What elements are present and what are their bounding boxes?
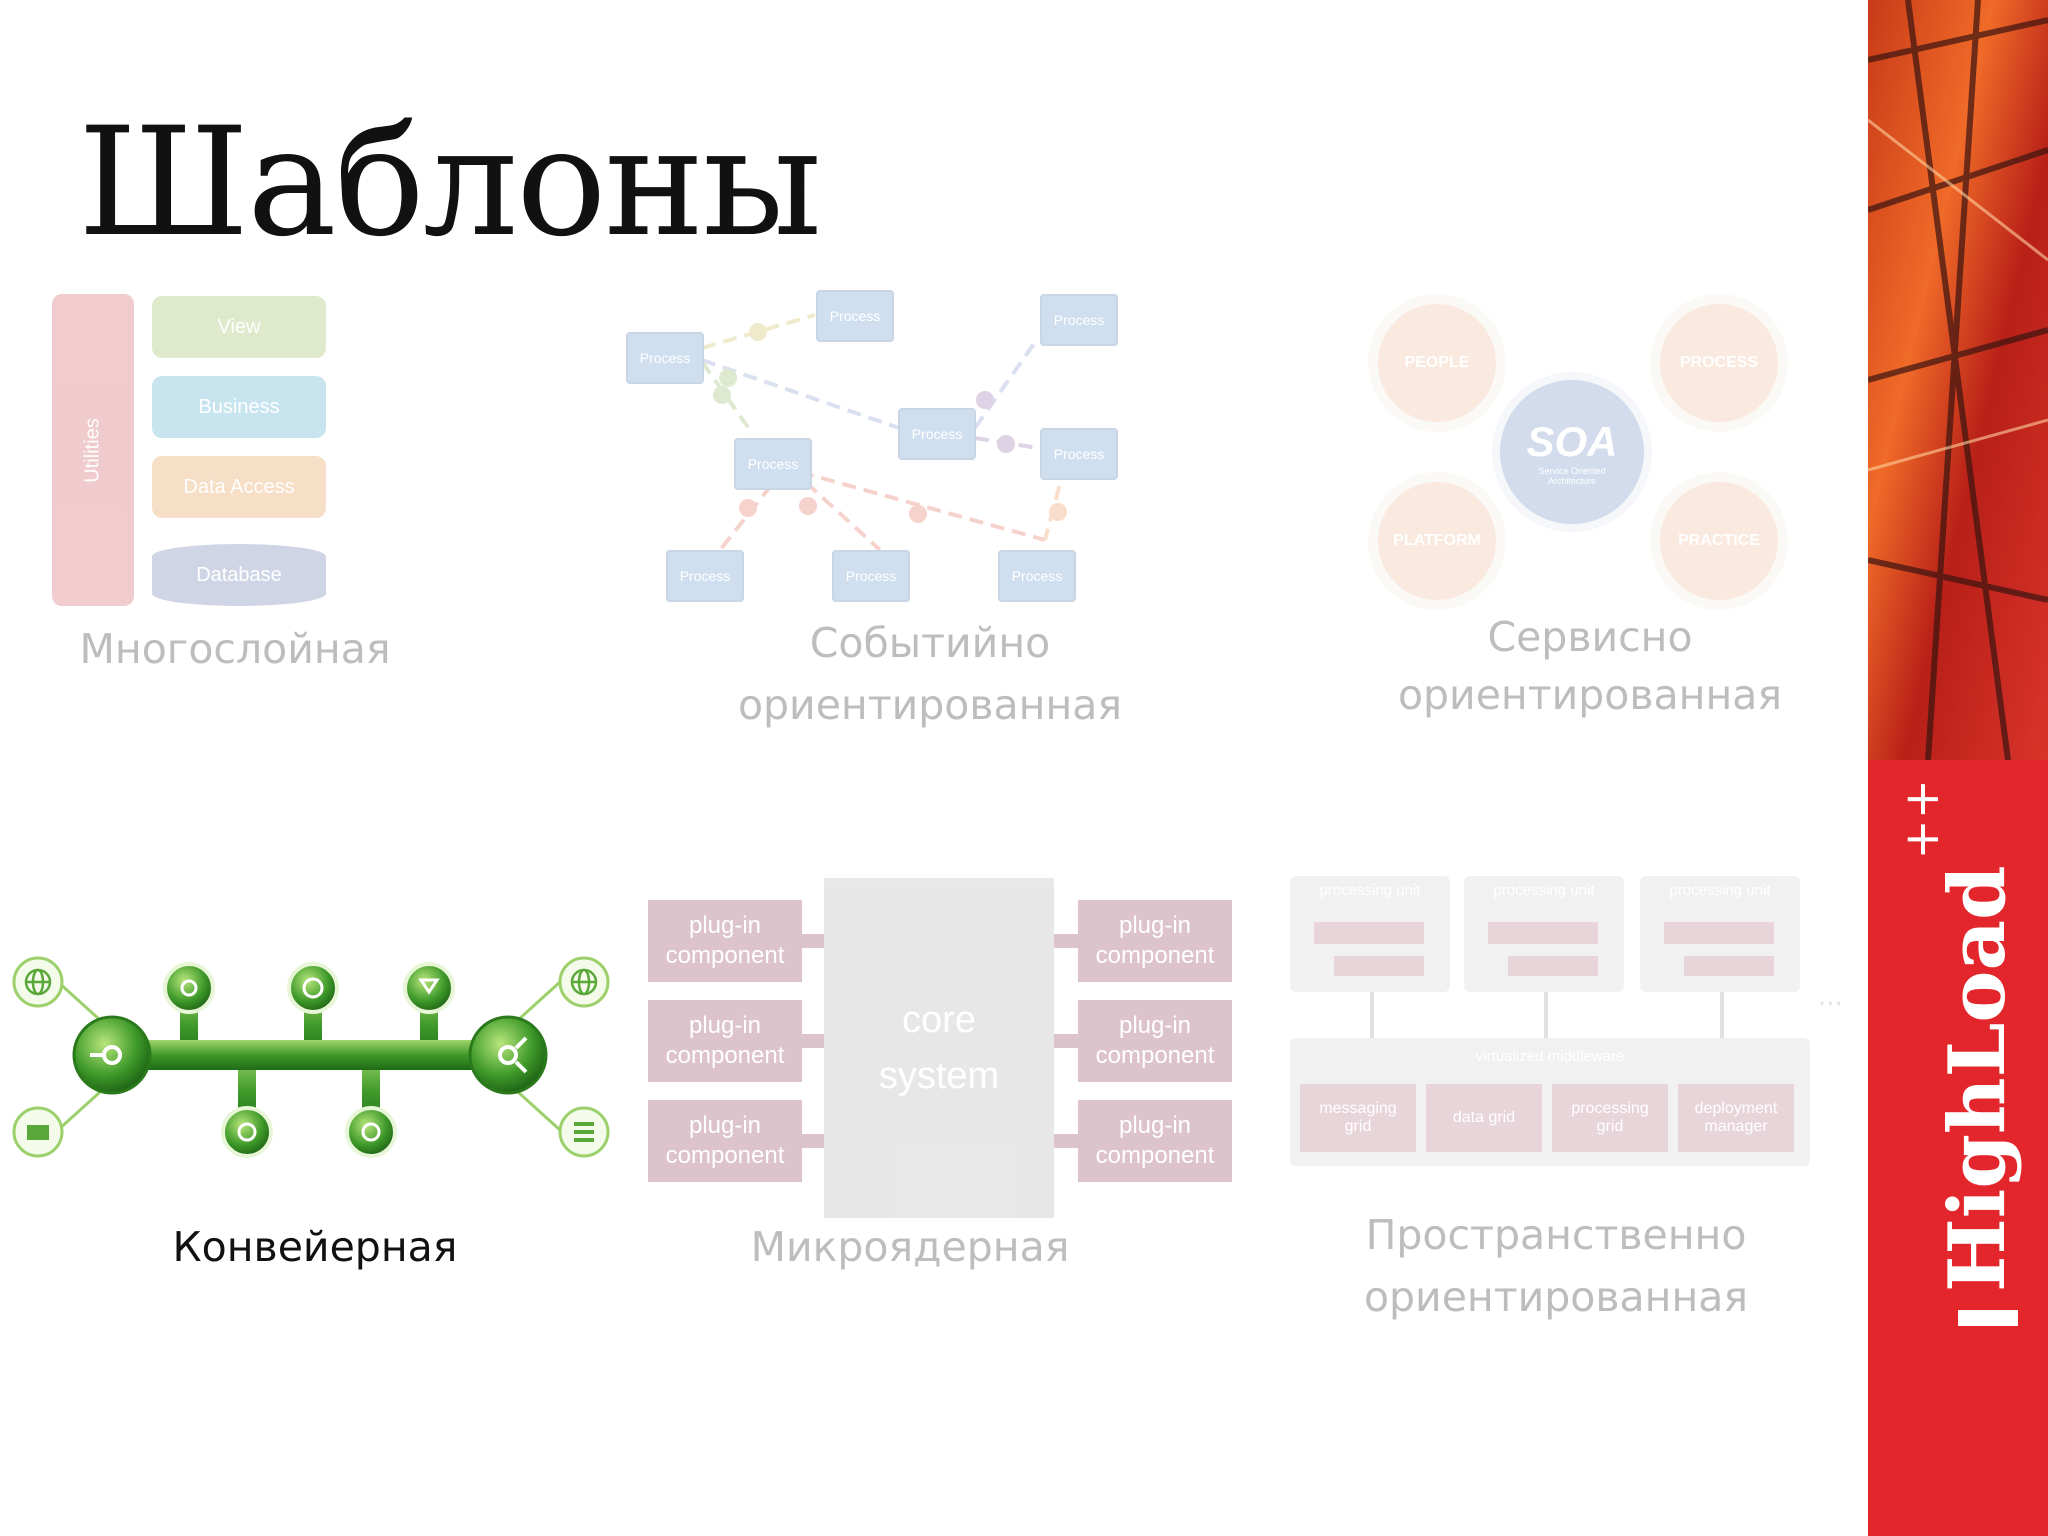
caption-microkernel: Микроядерная [750,1223,1070,1271]
process-node: Process [734,438,812,490]
event-connectors [700,313,1067,552]
utilities-label: Utilities [81,417,104,483]
brand-decoration [1868,0,2048,1536]
database-layer: Database [152,544,326,606]
brand-band: HighLoad ++ [1868,0,2048,1536]
process-node: Process [626,332,704,384]
pipeline-start-node [72,1015,152,1095]
grid-cell: messaging grid [1300,1084,1416,1152]
process-node: Process [666,550,744,602]
process-node: Process [1040,294,1118,346]
unit-connector [1370,992,1374,1038]
stage-node [345,1106,397,1158]
brand-name: HighLoad [1932,865,2023,1292]
plugin-connector [1054,934,1078,948]
view-layer: View [152,296,326,358]
highload-logo: HighLoad ++ [1894,779,2023,1326]
process-node: Process [998,550,1076,602]
soa-center-sublabel: Service Oriented Architecture [1538,466,1606,486]
processing-unit: processing unit [1640,876,1800,992]
caption-layered: Многослойная [79,625,391,673]
core-system-label: core system [878,999,1000,1097]
plugin-connector [800,1134,824,1148]
process-node: Process [1040,428,1118,480]
stage-node [403,962,455,1014]
event-markers [713,323,1067,523]
brand-suffix: ++ [1894,779,1950,860]
business-layer: Business [152,376,326,438]
pipeline-tube [100,1040,520,1070]
pipeline-diagram [12,956,610,1158]
caption-space: Пространственно ориентированная [1363,1211,1749,1321]
grid-cell: data grid [1426,1084,1542,1152]
core-system: core system [824,878,1054,1218]
soa-satellite: PRACTICE [1650,472,1788,610]
logo-mark-icon [1958,1310,2018,1326]
caption-pipeline: Конвейерная [172,1223,458,1271]
unit-connector [1720,992,1724,1038]
space-diagram: processing unit processing unit processi… [1288,874,1843,1184]
process-node: Process [898,408,976,460]
processing-unit: processing unit [1290,876,1450,992]
grid-cell: processing grid [1552,1084,1668,1152]
caption-event: Событийно ориентированная [737,619,1123,729]
stage-node [287,962,339,1014]
utilities-column: Utilities [52,294,134,606]
soa-satellite: PROCESS [1650,294,1788,432]
soa-satellite: PLATFORM [1368,472,1506,610]
processing-unit: processing unit [1464,876,1624,992]
process-node: Process [816,290,894,342]
data-access-layer: Data Access [152,456,326,518]
layered-diagram: Utilities View Business Data Access Data… [52,292,332,612]
caption-soa: Сервисно ориентированная [1397,613,1783,719]
soa-diagram: PEOPLE PROCESS PLATFORM PRACTICE SOA Ser… [1360,280,1790,610]
stage-node [163,962,215,1014]
pipeline-end-node [468,1015,548,1095]
plugin-connector [1054,1034,1078,1048]
soa-center-label: SOA [1526,418,1618,465]
process-node: Process [832,550,910,602]
ellipsis: ... [1818,982,1843,1012]
plugin-connector [1054,1134,1078,1148]
slide-title: Шаблоны [78,96,822,270]
plugin-connector [800,1034,824,1048]
virtualized-middleware: virtualized middleware messaging grid da… [1290,1038,1810,1166]
stage-node [221,1106,273,1158]
grid-cell: deployment manager [1678,1084,1794,1152]
unit-connector [1544,992,1548,1038]
plugin-connector [800,934,824,948]
soa-satellite: PEOPLE [1368,294,1506,432]
event-diagram: Process Process Process Process Process … [620,280,1120,610]
soa-center: SOA Service Oriented Architecture [1492,372,1652,532]
